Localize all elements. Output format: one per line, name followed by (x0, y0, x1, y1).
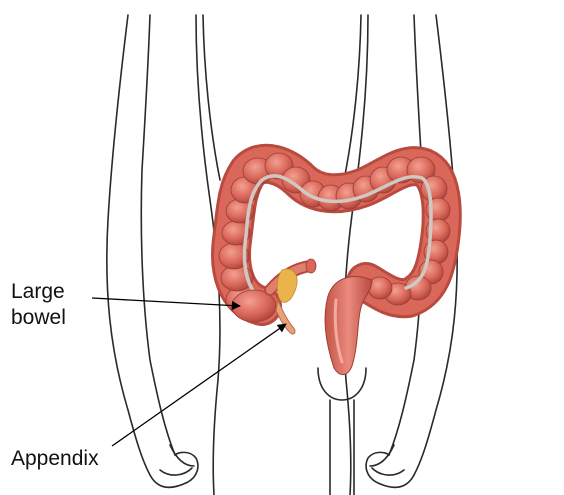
large-bowel (219, 153, 450, 375)
left-torso-inner (203, 15, 220, 180)
large-bowel-label-line1: Large (11, 279, 101, 305)
mesentery (277, 269, 297, 302)
left-arm-outer (107, 15, 150, 475)
right-torso (344, 15, 368, 495)
large-bowel-label-line2: bowel (11, 305, 101, 331)
left-arm-inner (141, 15, 175, 455)
body-outline (107, 15, 457, 495)
appendix-pointer (112, 324, 286, 446)
large-bowel-label: Large bowel (11, 279, 101, 331)
right-arm-inner (389, 15, 423, 455)
right-torso-inner (344, 15, 361, 180)
large-bowel-pointer (92, 298, 240, 306)
sigmoid-rectum (325, 277, 372, 375)
appendix-label: Appendix (11, 446, 99, 472)
